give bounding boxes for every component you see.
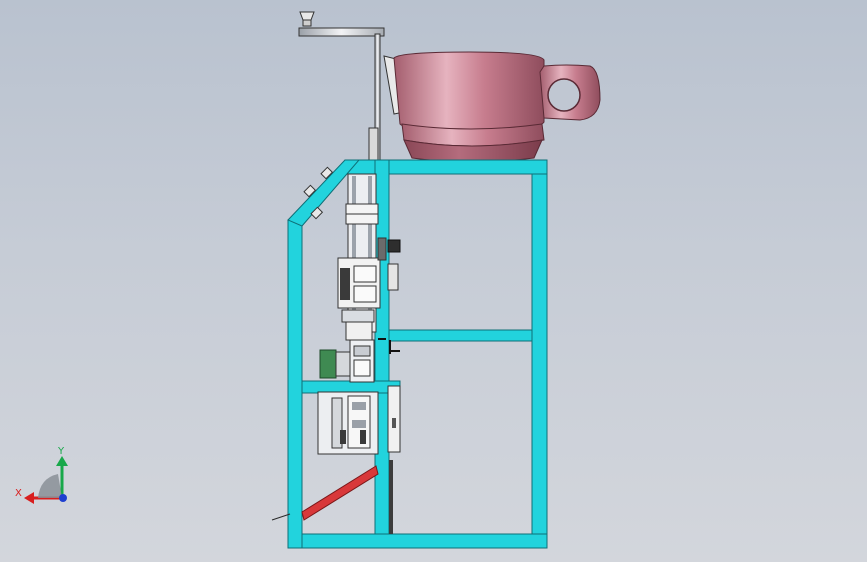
x-axis-arrow bbox=[24, 492, 34, 504]
linear-slide-assembly bbox=[337, 173, 401, 354]
coordinate-triad: Y X bbox=[15, 446, 68, 504]
middle-crossbar bbox=[388, 329, 533, 342]
clamp-assembly bbox=[317, 385, 401, 455]
slanted-frame-edge bbox=[287, 159, 361, 227]
y-axis-arrow bbox=[56, 456, 68, 466]
diagonal-brace bbox=[271, 465, 379, 521]
x-axis-label: X bbox=[15, 488, 22, 499]
vertical-post bbox=[368, 33, 381, 167]
triad-plane bbox=[38, 474, 62, 498]
hopper-arm bbox=[298, 27, 385, 37]
triad-origin bbox=[59, 494, 67, 502]
support-plate bbox=[389, 460, 393, 534]
bowl-handle bbox=[539, 64, 601, 121]
funnel bbox=[299, 11, 315, 27]
y-axis-label: Y bbox=[57, 446, 65, 457]
frame-bolts bbox=[303, 166, 334, 220]
cylinder-block bbox=[349, 339, 375, 383]
stepper-motor bbox=[319, 349, 351, 379]
vibratory-bowl bbox=[393, 51, 545, 163]
inner-crossbar bbox=[301, 380, 401, 394]
